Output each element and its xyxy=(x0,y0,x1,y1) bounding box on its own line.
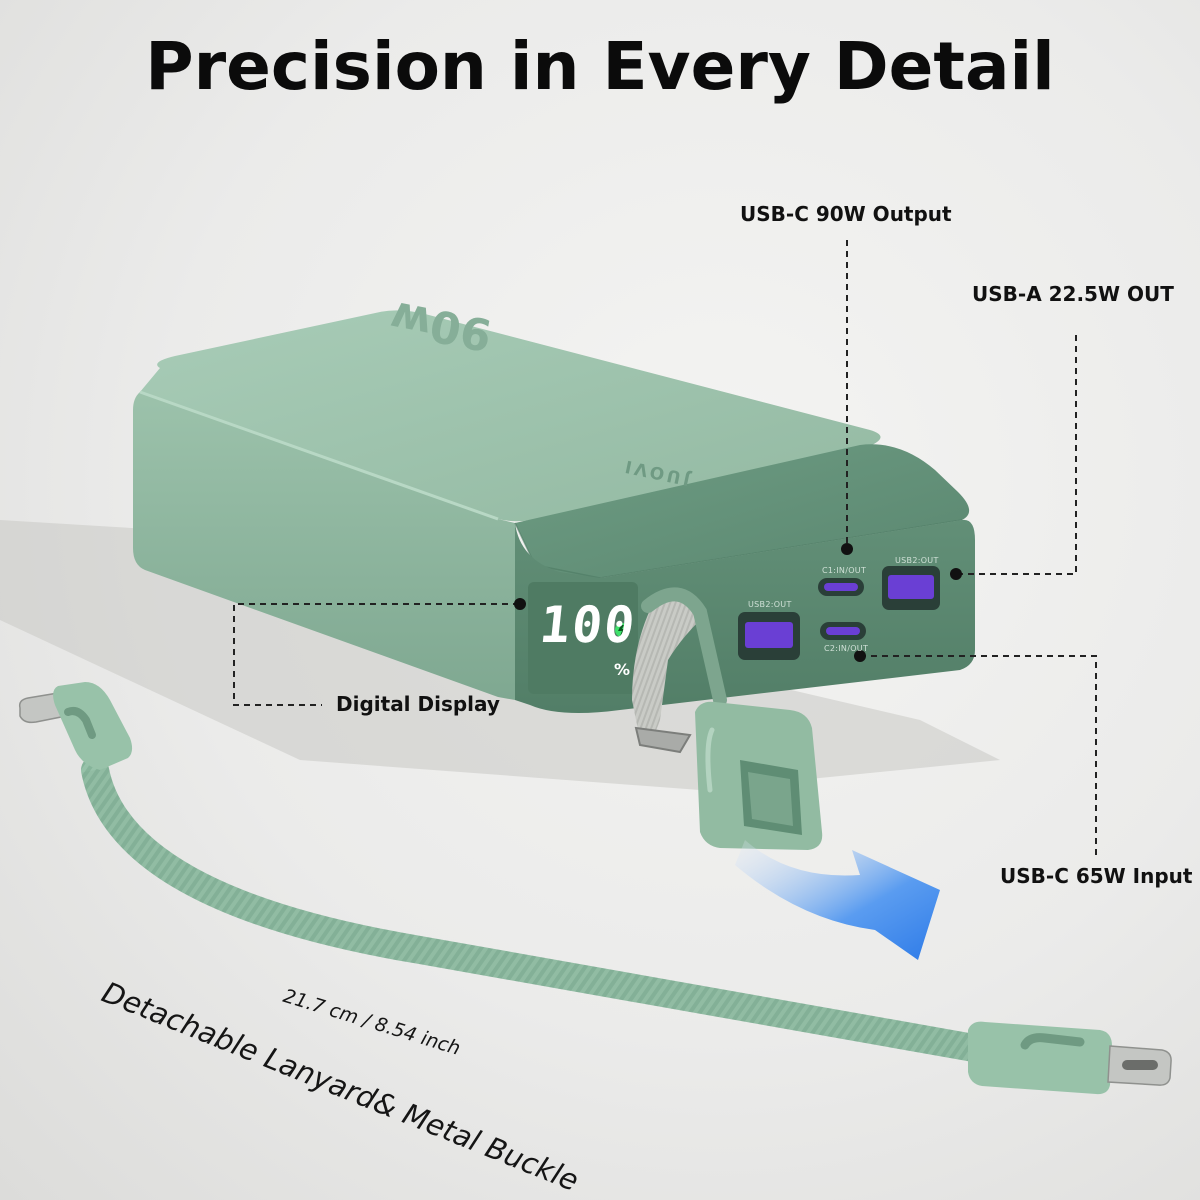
callout-digital-display: Digital Display xyxy=(336,692,500,716)
lanyard-strap xyxy=(632,599,700,743)
usb-c-connector-left xyxy=(18,682,133,770)
device-front-face xyxy=(133,392,515,700)
battery-percentage: 100 xyxy=(536,596,640,654)
port-label-usb-right: USB2:OUT xyxy=(895,556,939,565)
display-panel xyxy=(528,582,638,694)
device-end-cap-top xyxy=(515,444,970,580)
direction-arrow xyxy=(735,840,940,960)
port-label-c1: C1:IN/OUT xyxy=(822,566,867,575)
battery-percentage-unit: % xyxy=(614,660,631,679)
page-title: Precision in Every Detail xyxy=(145,28,1055,105)
braided-cable xyxy=(81,756,999,1064)
lanyard-loop xyxy=(641,587,727,707)
callout-usbc-output: USB-C 90W Output xyxy=(740,202,952,226)
leader-digital-display xyxy=(233,603,519,706)
metal-buckle xyxy=(634,726,692,754)
callout-leader-lines xyxy=(233,240,1097,858)
leader-usbc-input xyxy=(860,655,1097,858)
callout-usba-output: USB-A 22.5W OUT xyxy=(972,282,1174,306)
port-label-c2: C2:IN/OUT xyxy=(824,644,869,653)
device-top-surface xyxy=(136,310,881,522)
callout-usbc-input: USB-C 65W Input xyxy=(1000,864,1193,888)
usb-c-connector-right xyxy=(968,1021,1172,1095)
leader-usba-output xyxy=(958,335,1077,575)
port-label-usb-left: USB2:OUT xyxy=(748,600,792,609)
